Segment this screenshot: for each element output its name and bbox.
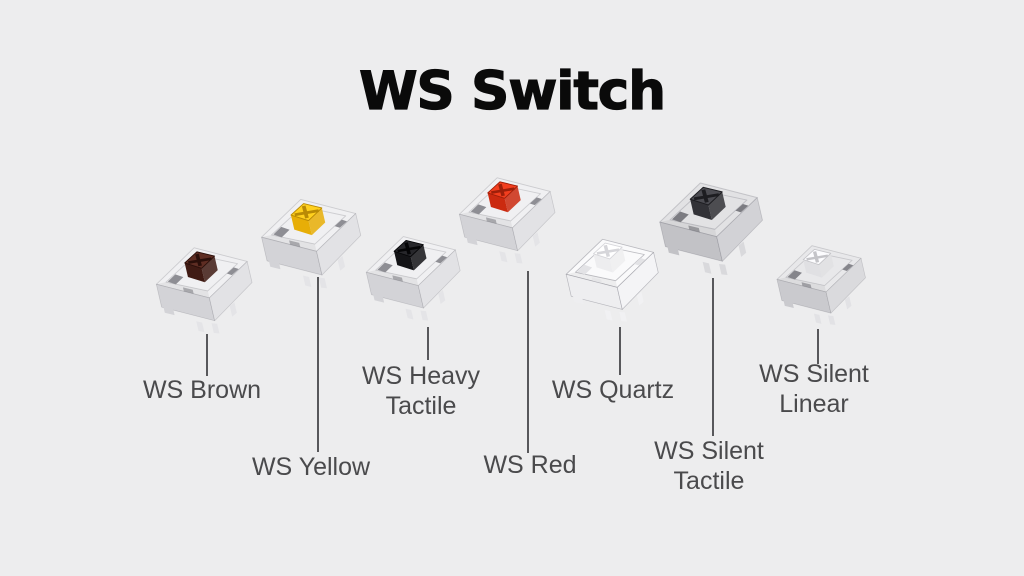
page-title: WS Switch <box>358 61 666 122</box>
switch-label-ws-yellow: WS Yellow <box>251 453 371 481</box>
connector-line-ws-silent-linear <box>817 329 819 364</box>
switch-label-ws-silent-linear: WS Silent Linear <box>759 360 869 418</box>
switch-image-ws-brown <box>150 236 262 345</box>
connector-line-ws-heavy-tactile <box>427 327 429 360</box>
switch-label-ws-silent-tactile: WS Silent Tactile <box>654 437 764 495</box>
connector-line-ws-yellow <box>317 277 319 452</box>
switch-label-ws-heavy-tactile: WS Heavy Tactile <box>361 362 481 420</box>
switch-image-ws-silent-tactile <box>653 171 773 288</box>
switch-label-ws-red: WS Red <box>483 451 577 479</box>
connector-line-ws-quartz <box>619 327 621 375</box>
switch-label-ws-brown: WS Brown <box>142 376 262 404</box>
switch-label-ws-quartz: WS Quartz <box>551 376 675 404</box>
switch-image-ws-red <box>453 166 565 275</box>
switch-image-ws-silent-linear <box>771 235 875 336</box>
connector-line-ws-brown <box>206 334 208 376</box>
connector-line-ws-red <box>527 271 529 453</box>
connector-line-ws-silent-tactile <box>712 278 714 436</box>
